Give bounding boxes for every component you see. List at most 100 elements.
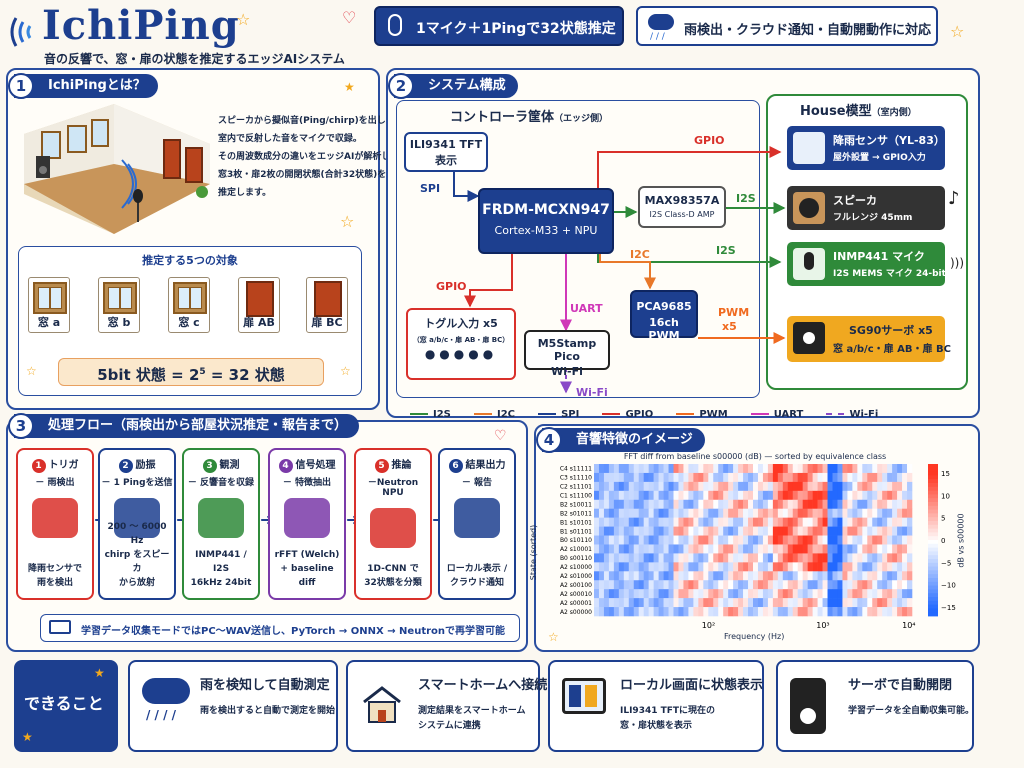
heatmap-cell — [887, 535, 893, 545]
heatmap-cell — [603, 526, 610, 536]
heatmap-cell — [648, 517, 654, 527]
heatmap-cell — [733, 562, 739, 572]
heatmap-cell — [693, 598, 699, 608]
colorbar-segment — [928, 562, 938, 567]
section4-number: 4 — [536, 427, 562, 453]
target-window-a: 窓 a — [28, 277, 70, 333]
heatmap-cell — [822, 598, 828, 608]
heatmap-cell — [698, 562, 704, 572]
controller-enclosure — [396, 100, 760, 398]
heatmap-cell — [728, 562, 734, 572]
colorbar-segment — [928, 600, 938, 605]
monitor-icon — [562, 678, 606, 714]
heatmap-cell — [767, 508, 774, 518]
legend-gpio: GPIO — [602, 409, 653, 420]
heatmap-cell — [802, 499, 808, 510]
device-title: スピーカ — [833, 194, 877, 207]
heatmap-cell — [703, 544, 709, 554]
colorbar-segment — [928, 524, 938, 529]
heatmap-cell — [598, 589, 605, 599]
heatmap-cell — [638, 499, 644, 510]
heatmap-cell — [668, 562, 674, 572]
heatmap-cell — [703, 517, 709, 527]
heatmap-cell — [738, 464, 744, 474]
heatmap-cell — [723, 553, 729, 563]
heatmap-cell — [743, 508, 749, 518]
heatmap-cell — [618, 517, 625, 527]
door-icon — [246, 281, 274, 317]
heatmap-cell — [663, 481, 669, 492]
sound-wave-icon: ))) — [950, 256, 965, 270]
colorbar-segment — [928, 581, 938, 586]
heatmap-cell — [683, 499, 689, 510]
heatmap-cell — [847, 607, 853, 617]
heatmap-cell — [738, 490, 744, 501]
heatmap-cell — [648, 508, 654, 518]
toggle-switch-icons: ●●●●● — [424, 347, 498, 361]
heatmap-cell — [867, 598, 873, 608]
heatmap-cell — [623, 526, 630, 536]
heatmap-cell — [653, 499, 659, 510]
heatmap-cell — [643, 481, 649, 492]
heatmap-cell — [708, 571, 714, 581]
heatmap-cell — [693, 490, 699, 501]
cando-desc: 雨を検出すると自動で測定を開始 — [200, 704, 335, 719]
heatmap-cell — [887, 607, 893, 617]
heatmap-cell — [807, 517, 813, 527]
heatmap-cell — [648, 589, 654, 599]
cando-rain-measure: / / / / 雨を検知して自動測定 雨を検出すると自動で測定を開始 — [128, 660, 338, 752]
heatmap-cell — [872, 499, 878, 510]
heatmap-cell — [718, 508, 724, 518]
feature-badge-rain: / / / 雨検出・クラウド通知・自動開動作に対応 — [636, 6, 938, 46]
heatmap-cell — [832, 464, 838, 474]
heatmap-cell — [842, 481, 848, 492]
heatmap-cell — [723, 481, 729, 492]
heatmap-cell — [872, 598, 878, 608]
heatmap-cell — [762, 580, 769, 590]
heatmap-cell — [807, 490, 813, 501]
heatmap-cell — [698, 544, 704, 554]
heatmap-cell — [782, 535, 789, 545]
flow-note: 学習データ収集モードではPC～WAV送信し、PyTorch → ONNX → N… — [40, 614, 520, 642]
heatmap-cell — [887, 553, 893, 563]
target-label: 窓 b — [107, 316, 131, 329]
heatmap-cell — [693, 607, 699, 617]
heatmap-cell — [708, 544, 714, 554]
heatmap-cell — [892, 607, 898, 617]
heatmap-cell — [767, 553, 774, 563]
heatmap-cell — [827, 571, 833, 581]
microphone-icon — [793, 248, 825, 280]
heatmap-cell — [762, 481, 769, 492]
colorbar-tick-label: 15 — [941, 470, 950, 478]
heatmap-cell — [708, 481, 714, 492]
colorbar-segment — [928, 486, 938, 491]
heatmap-cell — [748, 499, 754, 510]
heatmap-cell — [792, 464, 799, 474]
heatmap-cell — [777, 526, 784, 536]
heatmap-cell — [693, 526, 699, 536]
heatmap-cell — [767, 607, 774, 617]
heatmap-cell — [907, 464, 913, 474]
star-icon: ★ — [22, 730, 33, 744]
heatmap-cell — [857, 544, 863, 554]
heatmap-cell — [807, 598, 813, 608]
heatmap-cell — [807, 562, 813, 572]
colorbar-segment — [928, 494, 938, 499]
heatmap-cell — [663, 571, 669, 581]
heatmap-cell — [633, 481, 640, 492]
heatmap-cell — [748, 508, 754, 518]
heatmap-cell — [733, 535, 739, 545]
heatmap-cell — [658, 508, 664, 518]
heatmap-cell — [887, 464, 893, 474]
heatmap-cell — [832, 472, 838, 483]
flow-step-foot-line: chirp をスピーカ — [104, 550, 170, 574]
heatmap-cell — [618, 464, 625, 474]
heatmap-cell — [728, 544, 734, 554]
wire-label-wifi: Wi-Fi — [576, 386, 608, 399]
heatmap-cell — [832, 598, 838, 608]
flow-step-number: 1 — [31, 459, 46, 473]
heatmap-cell — [822, 517, 828, 527]
heatmap-cell — [698, 472, 704, 483]
